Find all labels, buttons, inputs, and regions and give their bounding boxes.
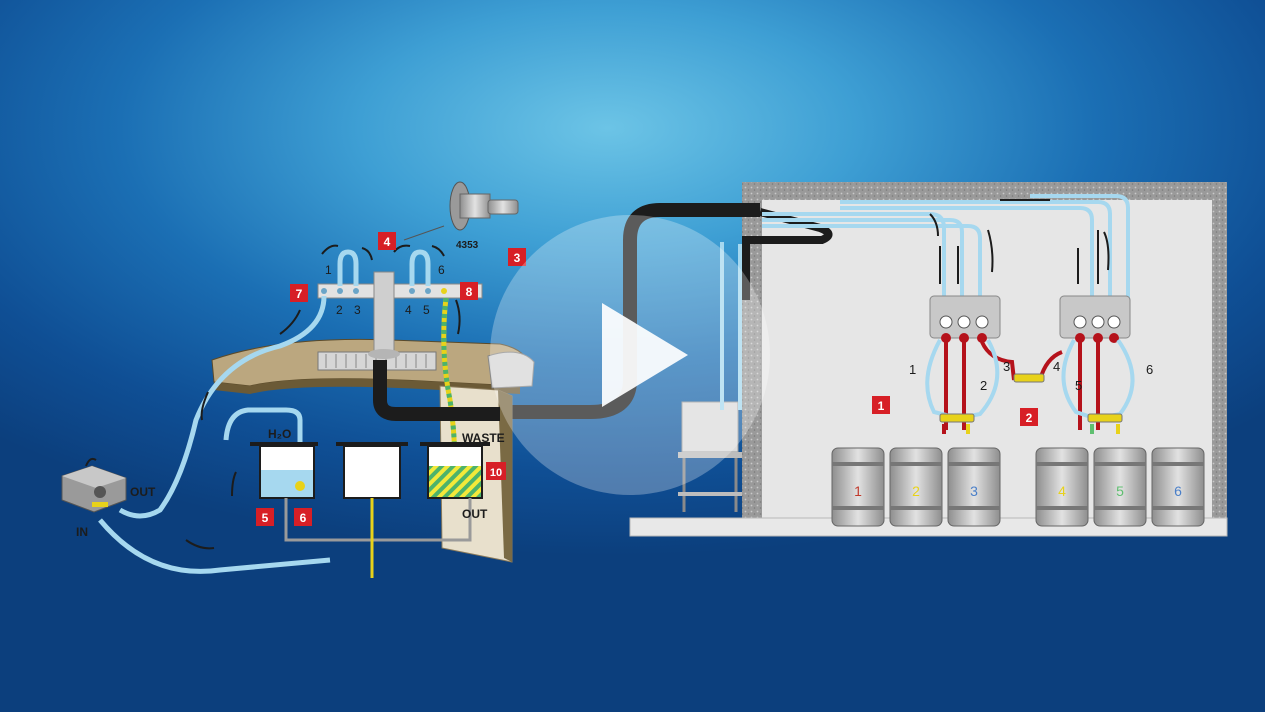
tap-number-2: 2 xyxy=(336,303,343,317)
tap-number-3: 3 xyxy=(354,303,361,317)
cooler-badge-2: 2 xyxy=(1020,408,1038,426)
walk-in-cooler xyxy=(629,182,1228,537)
keg-2 xyxy=(889,447,943,527)
drain-line xyxy=(373,360,500,421)
cooler-line-number-5: 5 xyxy=(1075,378,1082,393)
bar-flow-arrows xyxy=(185,299,461,550)
svg-text:7: 7 xyxy=(296,287,303,301)
pump-in-label: IN xyxy=(76,525,88,539)
keg-4 xyxy=(1035,447,1089,527)
cooler-line-number-4: 4 xyxy=(1053,359,1060,374)
badge-4: 4 xyxy=(378,232,396,250)
cooler-line-number-1: 1 xyxy=(909,362,916,377)
keg-number-6: 6 xyxy=(1174,483,1182,499)
cooler-line-number-3: 3 xyxy=(1003,359,1010,374)
svg-text:1: 1 xyxy=(878,399,885,413)
regulator-manifold-left xyxy=(929,295,1001,343)
pump xyxy=(61,457,127,513)
cooler-badge-1: 1 xyxy=(872,396,890,414)
tap-number-6: 6 xyxy=(438,263,445,277)
badge-7: 7 xyxy=(290,284,308,302)
keg-6 xyxy=(1151,447,1205,527)
keg-5 xyxy=(1093,447,1147,527)
waste-label: WASTE xyxy=(462,431,505,445)
flow-arrows xyxy=(929,199,1110,284)
keg-number-5: 5 xyxy=(1116,483,1124,499)
badge-5: 5 xyxy=(256,508,274,526)
draft-tower xyxy=(317,271,483,359)
keg-3 xyxy=(947,447,1001,527)
keg-1 xyxy=(831,447,885,527)
badge-8: 8 xyxy=(460,282,478,300)
svg-text:4: 4 xyxy=(384,235,391,249)
cooler-line-number-2: 2 xyxy=(980,378,987,393)
faucet-jumpers xyxy=(337,249,431,286)
svg-text:6: 6 xyxy=(300,511,307,525)
regulator-manifold-right xyxy=(1059,295,1131,343)
bar-counter xyxy=(211,338,535,563)
keg-number-3: 3 xyxy=(970,483,978,499)
svg-text:10: 10 xyxy=(490,467,502,479)
out-label: OUT xyxy=(462,507,488,521)
keg-row xyxy=(831,447,1205,527)
pump-out-label: OUT xyxy=(130,485,156,499)
fitting-4353 xyxy=(403,181,519,241)
outlet-piping xyxy=(284,498,472,578)
badge-6: 6 xyxy=(294,508,312,526)
keg-couplers xyxy=(939,373,1123,434)
tap-number-5: 5 xyxy=(423,303,430,317)
tap-number-1: 1 xyxy=(325,263,332,277)
tap-number-4: 4 xyxy=(405,303,412,317)
h2o-label: H₂O xyxy=(268,427,291,441)
play-icon xyxy=(602,303,688,407)
cleaning-cart xyxy=(678,401,742,512)
bucket-waste xyxy=(420,442,490,499)
cleaning-supply-line xyxy=(98,295,331,574)
bucket-empty xyxy=(336,442,408,499)
badge-10: 10 xyxy=(486,462,506,480)
bucket-h2o xyxy=(250,442,318,499)
badge-3: 3 xyxy=(508,248,526,266)
cooler-beer-lines xyxy=(925,338,1135,430)
keg-number-2: 2 xyxy=(912,483,920,499)
jumper-arrows xyxy=(321,244,445,261)
keg-number-1: 1 xyxy=(854,483,862,499)
svg-text:8: 8 xyxy=(466,285,473,299)
cooler-line-number-6: 6 xyxy=(1146,362,1153,377)
svg-text:3: 3 xyxy=(514,251,521,265)
keg-number-4: 4 xyxy=(1058,483,1066,499)
part-number-label: 4353 xyxy=(456,240,479,251)
play-button[interactable] xyxy=(490,215,770,495)
svg-text:5: 5 xyxy=(262,511,269,525)
svg-text:2: 2 xyxy=(1026,411,1033,425)
